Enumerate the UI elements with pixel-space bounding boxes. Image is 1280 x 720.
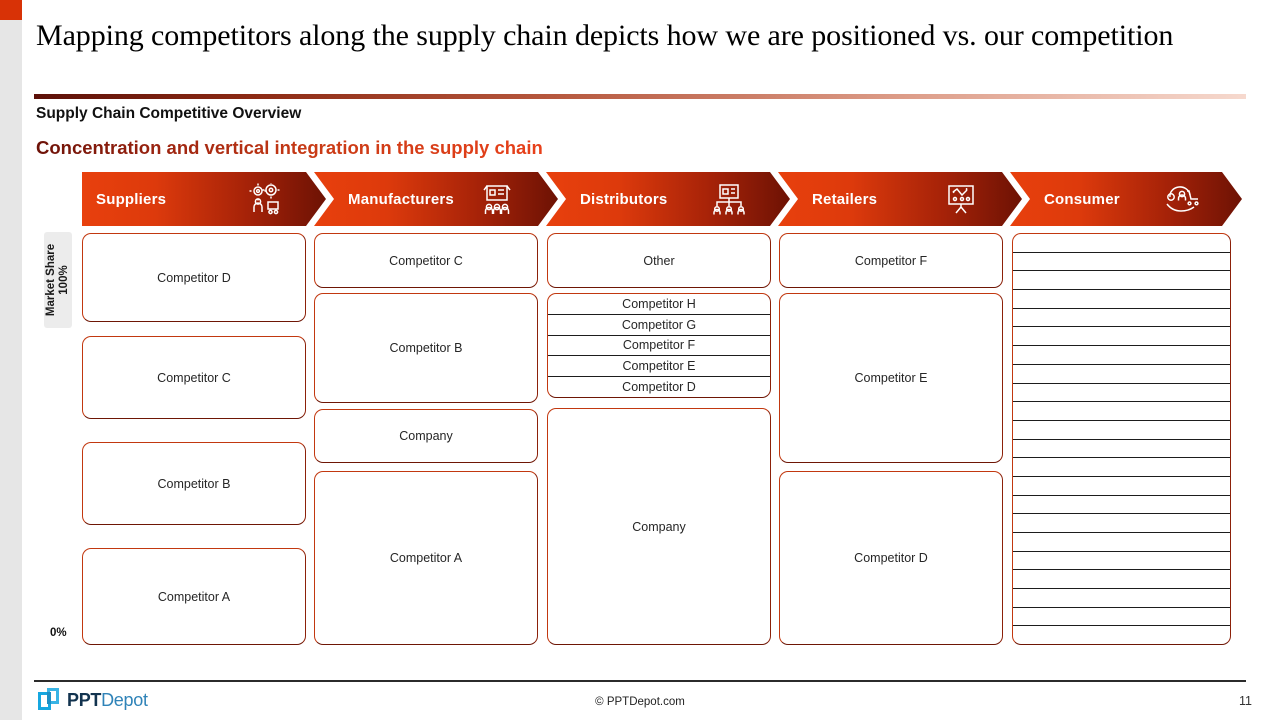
cell-label: Competitor B — [389, 341, 463, 355]
consumer-ruled-row — [1013, 514, 1230, 533]
consumer-ruled-row — [1013, 421, 1230, 440]
consumer-ruled-row — [1013, 234, 1230, 253]
consumer-ruled-row — [1013, 327, 1230, 347]
cell-label: Competitor F — [622, 338, 696, 353]
consumer-ruled-row — [1013, 365, 1230, 384]
column-manufacturers: Competitor C Competitor B Company Compet… — [314, 233, 538, 645]
market-share-axis-min: 0% — [50, 627, 67, 639]
pptdepot-logo: PPTDepot — [38, 688, 148, 712]
consumer-ruled-block[interactable] — [1012, 233, 1231, 645]
consumer-ruled-row — [1013, 309, 1230, 328]
cell-label: Competitor B — [157, 476, 231, 491]
matrix-cell[interactable]: Competitor A — [82, 548, 306, 645]
cell-label: Competitor D — [854, 551, 928, 565]
consumer-ruled-row — [1013, 458, 1230, 477]
left-red-accent-block — [0, 0, 22, 20]
matrix-cell[interactable]: Competitor C — [314, 233, 538, 288]
retail-whiteboard-icon — [942, 183, 980, 215]
matrix-cell[interactable]: Other — [547, 233, 771, 288]
page-number: 11 — [1239, 694, 1252, 708]
stage-chevron-suppliers[interactable]: Suppliers — [82, 172, 326, 226]
matrix-cell[interactable]: Company — [547, 408, 771, 645]
column-distributors: Other Competitor H Competitor G Competit… — [547, 233, 771, 645]
footer-copyright: © PPTDepot.com — [595, 696, 685, 708]
consumer-ruled-row — [1013, 477, 1230, 496]
matrix-cell[interactable]: Company — [314, 409, 538, 463]
consumer-ruled-row — [1013, 440, 1230, 459]
logo-bold-text: PPT — [67, 689, 102, 710]
matrix-cell[interactable]: Competitor B — [82, 442, 306, 525]
matrix-cell[interactable]: Competitor H — [548, 294, 770, 315]
consumer-ruled-row — [1013, 346, 1230, 365]
matrix-cell[interactable]: Competitor C — [82, 336, 306, 419]
pptdepot-logo-text: PPTDepot — [67, 690, 148, 711]
stage-chevron-consumer[interactable]: Consumer — [1010, 172, 1242, 226]
column-consumer — [1012, 233, 1231, 645]
consumer-ruled-row — [1013, 271, 1230, 291]
consumer-ruled-row — [1013, 533, 1230, 552]
title-divider-rule — [34, 94, 1246, 99]
cell-label: Company — [399, 429, 453, 443]
matrix-cell[interactable]: Competitor D — [779, 471, 1003, 645]
stage-label-suppliers: Suppliers — [96, 190, 167, 208]
cell-label: Competitor E — [622, 359, 696, 374]
consumer-ruled-row — [1013, 496, 1230, 515]
competitor-matrix: Competitor D Competitor C Competitor B C… — [82, 233, 1242, 645]
consumer-ruled-row — [1013, 290, 1230, 309]
logo-light-text: Depot — [101, 689, 148, 710]
matrix-cell[interactable]: Competitor D — [82, 233, 306, 322]
supplier-gears-worker-icon — [246, 183, 284, 215]
factory-workers-icon — [478, 183, 516, 215]
matrix-cell[interactable]: Competitor E — [779, 293, 1003, 463]
consumer-ruled-row — [1013, 384, 1230, 403]
matrix-cell[interactable]: Competitor B — [314, 293, 538, 403]
page-title: Mapping competitors along the supply cha… — [36, 19, 1174, 52]
footer-divider-rule — [34, 680, 1246, 682]
cell-label: Competitor D — [622, 380, 696, 395]
cell-label: Competitor C — [157, 370, 231, 385]
cell-label: Competitor A — [157, 589, 231, 604]
matrix-cell[interactable]: Competitor F — [548, 336, 770, 357]
stage-chevron-distributors[interactable]: Distributors — [546, 172, 790, 226]
matrix-cell[interactable]: Competitor A — [314, 471, 538, 645]
consumer-ruled-row — [1013, 402, 1230, 421]
cell-label: Other — [643, 253, 675, 268]
stage-label-consumer: Consumer — [1044, 190, 1120, 208]
matrix-cell[interactable]: Competitor F — [779, 233, 1003, 288]
consumer-ruled-row — [1013, 589, 1230, 608]
stage-label-distributors: Distributors — [580, 190, 668, 208]
column-suppliers: Competitor D Competitor C Competitor B C… — [82, 233, 306, 645]
stage-label-retailers: Retailers — [812, 190, 878, 208]
matrix-cell-group-distributors: Competitor H Competitor G Competitor F C… — [547, 293, 771, 398]
cell-label: Company — [632, 519, 686, 534]
consumer-ruled-row — [1013, 608, 1230, 627]
left-gray-rail — [0, 20, 22, 720]
cell-label: Competitor F — [854, 253, 928, 268]
supply-chain-stage-band: Suppliers Manufacturers — [82, 172, 1242, 226]
cell-label: Competitor A — [389, 551, 463, 565]
matrix-cell[interactable]: Competitor E — [548, 356, 770, 378]
cell-label: Competitor C — [389, 253, 463, 268]
cell-label: Competitor G — [621, 317, 697, 332]
distribution-network-icon — [710, 183, 748, 215]
cell-label: Competitor D — [157, 270, 231, 285]
section-kicker: Concentration and vertical integration i… — [36, 137, 543, 158]
subtitle: Supply Chain Competitive Overview — [36, 105, 302, 122]
matrix-cell[interactable]: Competitor D — [548, 377, 770, 397]
stage-chevron-retailers[interactable]: Retailers — [778, 172, 1022, 226]
consumer-ruled-row — [1013, 253, 1230, 272]
consumer-ruled-row — [1013, 552, 1230, 571]
column-retailers: Competitor F Competitor E Competitor D — [779, 233, 1003, 645]
matrix-cell[interactable]: Competitor G — [548, 315, 770, 336]
consumer-ruled-row — [1013, 626, 1230, 644]
consumer-ruled-row — [1013, 570, 1230, 590]
pptdepot-mark-icon — [38, 688, 59, 710]
stage-label-manufacturers: Manufacturers — [348, 190, 454, 208]
cell-label: Competitor E — [854, 371, 928, 385]
cell-label: Competitor H — [622, 296, 696, 311]
stage-chevron-manufacturers[interactable]: Manufacturers — [314, 172, 558, 226]
consumer-cart-hand-icon — [1162, 183, 1200, 215]
